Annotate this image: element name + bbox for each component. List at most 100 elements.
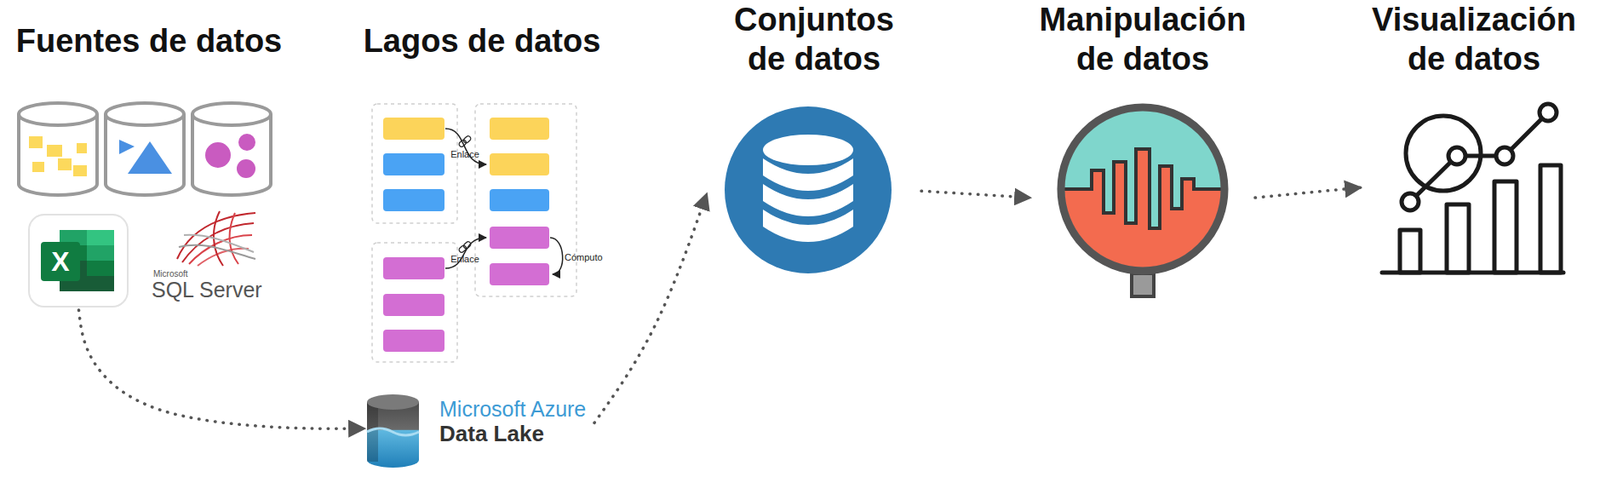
- stage-heading: Lagos de datos: [357, 20, 607, 62]
- pink-record: [383, 257, 445, 280]
- lake-frames: [372, 103, 577, 362]
- dashed-frame: [372, 103, 458, 224]
- cylinder-top: [192, 103, 271, 126]
- magnifier-icon: [1055, 102, 1230, 297]
- bar: [1494, 181, 1517, 273]
- lake-records: [383, 117, 550, 352]
- yellow-record: [489, 153, 550, 176]
- yellow-record: [489, 117, 550, 140]
- yellow-square: [32, 161, 45, 173]
- db-cap: [762, 134, 854, 166]
- stage-group: Lagos de datos: [357, 20, 607, 365]
- sheet-cell: [86, 229, 115, 246]
- swirl-line: [229, 212, 239, 264]
- cylinder-body: [367, 401, 419, 468]
- compute-arrow: [550, 237, 563, 275]
- stage-group: Visualización de datos: [1360, 0, 1588, 282]
- chain-icon: [458, 135, 472, 149]
- bar: [1399, 229, 1421, 273]
- bar: [1446, 204, 1469, 273]
- logo-text: Data Lake: [439, 420, 595, 447]
- database-cylinder: [18, 103, 98, 195]
- blue-record: [489, 189, 550, 212]
- trend-point: [1496, 147, 1514, 165]
- dataset-icon: [724, 106, 892, 274]
- pink-record: [489, 226, 550, 249]
- sheet-cell: [86, 245, 115, 261]
- logo-text: Microsoft: [153, 269, 189, 279]
- lens-circle: [1405, 115, 1481, 191]
- blue-triangle: [127, 141, 173, 174]
- chain-link: [462, 240, 472, 250]
- flow-arrow: [921, 190, 1031, 198]
- stage-heading: Fuentes de datos: [8, 20, 290, 62]
- stage-heading: Conjuntos de datos: [722, 0, 907, 79]
- lens: [1055, 102, 1230, 282]
- logo-text: SQL Server: [151, 279, 263, 301]
- sql-server-swirl: [177, 211, 256, 266]
- swirl-line: [197, 248, 249, 266]
- sheet-cell: [86, 260, 115, 276]
- data-triangles: [119, 139, 173, 174]
- swirl-line: [183, 235, 254, 253]
- link-label: Enlace: [450, 254, 480, 264]
- trend-point: [1539, 103, 1557, 121]
- stage-group: Fuentes de datos: [8, 20, 290, 310]
- magenta-circle: [205, 142, 231, 168]
- stage-group: Manipulación de datos: [1030, 0, 1256, 299]
- chain-link: [462, 135, 472, 144]
- magnifier-handle: [1131, 273, 1154, 297]
- magenta-circle: [238, 133, 256, 151]
- db-band: [762, 158, 854, 191]
- pink-record: [383, 329, 445, 352]
- trend-point: [1448, 147, 1466, 165]
- cylinder-top: [367, 394, 419, 410]
- lake-links: [445, 128, 563, 275]
- excel-square: [40, 241, 81, 282]
- yellow-square: [76, 143, 87, 154]
- logo-text: Microsoft Azure: [439, 396, 595, 421]
- yellow-square: [46, 144, 63, 157]
- blue-record: [383, 189, 445, 212]
- data-squares: [28, 136, 87, 177]
- excel-icon: [28, 214, 128, 307]
- compute-label: Cómputo: [564, 252, 603, 263]
- link-arrow: [445, 128, 487, 165]
- magenta-circle: [236, 159, 256, 178]
- database-cylinder: [192, 103, 271, 195]
- bar: [1540, 165, 1561, 273]
- blue-triangle: [119, 139, 135, 155]
- stage-heading: Manipulación de datos: [1032, 0, 1253, 79]
- dashed-frame: [372, 242, 458, 362]
- link-label: Enlace: [450, 149, 480, 160]
- yellow-record: [383, 117, 445, 140]
- cylinder-top: [18, 103, 98, 126]
- blue-record: [383, 153, 445, 176]
- flow-arrow: [79, 309, 366, 429]
- flow-arrow: [1255, 187, 1361, 198]
- excel-letter: X: [51, 247, 69, 276]
- azure-lake-icon: [367, 394, 419, 468]
- icon-disc: [724, 106, 892, 274]
- chart-icon: [1382, 103, 1564, 273]
- db-band: [762, 183, 854, 217]
- waveform: [1055, 149, 1230, 229]
- pink-record: [489, 263, 550, 286]
- database-cylinder: [105, 103, 184, 195]
- water-wave: [367, 428, 419, 436]
- magnifier-ring: [1060, 107, 1225, 271]
- yellow-square: [73, 165, 87, 177]
- stage-group: Conjuntos de datos: [706, 0, 922, 277]
- chain-icon: [458, 240, 472, 254]
- swirl-line: [178, 245, 256, 259]
- cylinder-top: [105, 103, 184, 126]
- link-arrow: [445, 237, 487, 269]
- db-band: [762, 209, 854, 242]
- icon-tile: [28, 214, 128, 307]
- pink-record: [383, 293, 445, 316]
- trend-line: [1410, 112, 1549, 202]
- service-logo: Microsoft AzureData Lake: [364, 389, 595, 472]
- lens-bottom: [1055, 149, 1230, 282]
